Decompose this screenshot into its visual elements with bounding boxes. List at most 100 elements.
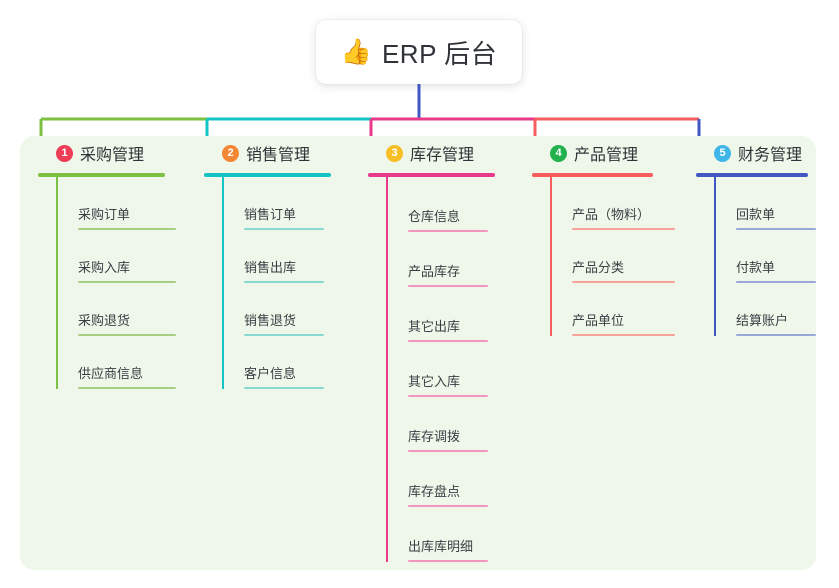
column-items-4: 产品（物料） 产品分类产品单位 (532, 177, 675, 336)
list-item[interactable]: 库存盘点 (386, 452, 495, 507)
list-item-rule (408, 505, 488, 507)
list-item[interactable]: 销售出库 (222, 230, 331, 283)
list-item-rule (408, 340, 488, 342)
list-item-rule (244, 334, 324, 336)
list-item-rule (244, 228, 324, 230)
column-header-rule-5 (696, 173, 808, 177)
column-header-4[interactable]: 4 产品管理 (532, 136, 675, 170)
list-item-label: 出库库明细 (408, 539, 474, 554)
list-item-rule (78, 387, 176, 389)
list-item-label: 销售出库 (244, 260, 297, 275)
column-4: 4 产品管理产品（物料） 产品分类产品单位 (532, 136, 675, 336)
list-item[interactable]: 产品（物料） (550, 177, 675, 230)
list-item-rule (736, 334, 816, 336)
list-item-rule (244, 281, 324, 283)
list-item[interactable]: 采购订单 (56, 177, 176, 230)
list-item-label: 产品（物料） (572, 207, 651, 222)
column-badge-2: 2 (222, 144, 239, 162)
column-items-2: 销售订单销售出库销售退货客户信息 (204, 177, 331, 389)
column-badge-3: 3 (386, 144, 403, 162)
list-item-rule (408, 395, 488, 397)
root-node-erp-backend[interactable]: 👍 ERP 后台 (316, 20, 522, 84)
thumbs-up-icon: 👍 (340, 37, 372, 66)
list-item-label: 采购入库 (78, 260, 131, 275)
list-item-rule (78, 334, 176, 336)
list-item-label: 结算账户 (736, 313, 789, 328)
list-item-label: 其它出库 (408, 319, 461, 334)
list-item-label: 库存盘点 (408, 484, 461, 499)
list-item-label: 产品单位 (572, 313, 625, 328)
column-header-rule-2 (204, 173, 331, 177)
column-items-5: 回款单付款单结算账户 (696, 177, 816, 336)
column-badge-5: 5 (714, 144, 731, 162)
column-header-3[interactable]: 3 库存管理 (368, 136, 495, 170)
list-item[interactable]: 销售退货 (222, 283, 331, 336)
list-item-rule (736, 281, 816, 283)
list-item-label: 采购订单 (78, 207, 131, 222)
list-item-label: 供应商信息 (78, 366, 144, 381)
list-item[interactable]: 销售订单 (222, 177, 331, 230)
list-item-rule (408, 230, 488, 232)
root-node-label: ERP 后台 (381, 38, 498, 69)
column-header-rule-3 (368, 173, 495, 177)
list-item-label: 客户信息 (244, 366, 297, 381)
column-header-5[interactable]: 5 财务管理 (696, 136, 816, 170)
list-item[interactable]: 结算账户 (714, 283, 816, 336)
list-item[interactable]: 付款单 (714, 230, 816, 283)
list-item-rule (408, 450, 488, 452)
list-item[interactable]: 产品分类 (550, 230, 675, 283)
list-item-label: 采购退货 (78, 313, 131, 328)
list-item-rule (572, 334, 675, 336)
list-item[interactable]: 供应商信息 (56, 336, 176, 389)
column-header-2[interactable]: 2 销售管理 (204, 136, 331, 170)
list-item[interactable]: 采购入库 (56, 230, 176, 283)
list-item-rule (572, 228, 675, 230)
list-item-label: 库存调拨 (408, 429, 461, 444)
list-item[interactable]: 客户信息 (222, 336, 331, 389)
column-items-1: 采购订单采购入库采购退货供应商信息 (38, 177, 176, 389)
list-item[interactable]: 其它出库 (386, 287, 495, 342)
board-panel (20, 136, 816, 570)
column-header-rule-4 (532, 173, 653, 177)
list-item-rule (408, 285, 488, 287)
column-title-2: 销售管理 (246, 147, 311, 164)
list-item[interactable]: 采购退货 (56, 283, 176, 336)
list-item-label: 产品库存 (408, 264, 461, 279)
column-spine-4 (550, 177, 552, 336)
column-spine-5 (714, 177, 716, 336)
list-item[interactable]: 产品单位 (550, 283, 675, 336)
column-badge-4: 4 (550, 144, 567, 162)
column-header-rule-1 (38, 173, 165, 177)
list-item[interactable]: 出库库明细 (386, 507, 495, 562)
column-title-3: 库存管理 (410, 147, 475, 164)
list-item[interactable]: 回款单 (714, 177, 816, 230)
list-item-rule (78, 228, 176, 230)
list-item-label: 销售退货 (244, 313, 297, 328)
list-item-label: 其它入库 (408, 374, 461, 389)
column-title-4: 产品管理 (574, 147, 639, 164)
list-item[interactable]: 库存调拨 (386, 397, 495, 452)
column-2: 2 销售管理销售订单销售出库销售退货客户信息 (204, 136, 331, 389)
list-item-label: 付款单 (736, 260, 776, 275)
column-items-3: 仓库信息产品库存其它出库其它入库库存调拨库存盘点出库库明细 (368, 177, 495, 562)
column-spine-2 (222, 177, 224, 389)
column-spine-3 (386, 177, 388, 562)
list-item-rule (78, 281, 176, 283)
column-title-1: 采购管理 (80, 147, 145, 164)
list-item-label: 仓库信息 (408, 209, 461, 224)
list-item[interactable]: 产品库存 (386, 232, 495, 287)
column-5: 5 财务管理回款单付款单结算账户 (696, 136, 816, 336)
list-item[interactable]: 仓库信息 (386, 177, 495, 232)
list-item-rule (408, 560, 488, 562)
list-item-rule (244, 387, 324, 389)
column-title-5: 财务管理 (738, 147, 803, 164)
list-item-label: 回款单 (736, 207, 776, 222)
list-item[interactable]: 其它入库 (386, 342, 495, 397)
column-3: 3 库存管理仓库信息产品库存其它出库其它入库库存调拨库存盘点出库库明细 (368, 136, 495, 562)
list-item-label: 产品分类 (572, 260, 625, 275)
column-spine-1 (56, 177, 58, 389)
